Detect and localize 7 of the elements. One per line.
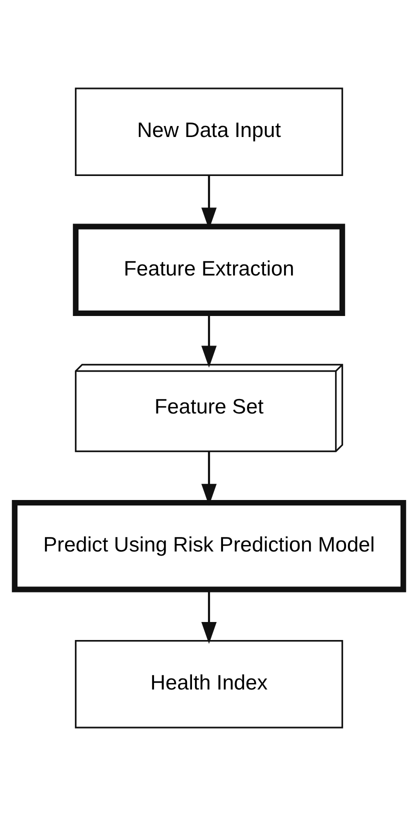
node-box: Health Index (74, 640, 344, 728)
arrow (201, 589, 217, 644)
node-box: Feature Extraction (72, 223, 346, 316)
arrow (201, 174, 217, 230)
arrow (201, 451, 217, 506)
node-box: Predict Using Risk Prediction Model (12, 499, 406, 592)
node-box: New Data Input (74, 87, 344, 176)
